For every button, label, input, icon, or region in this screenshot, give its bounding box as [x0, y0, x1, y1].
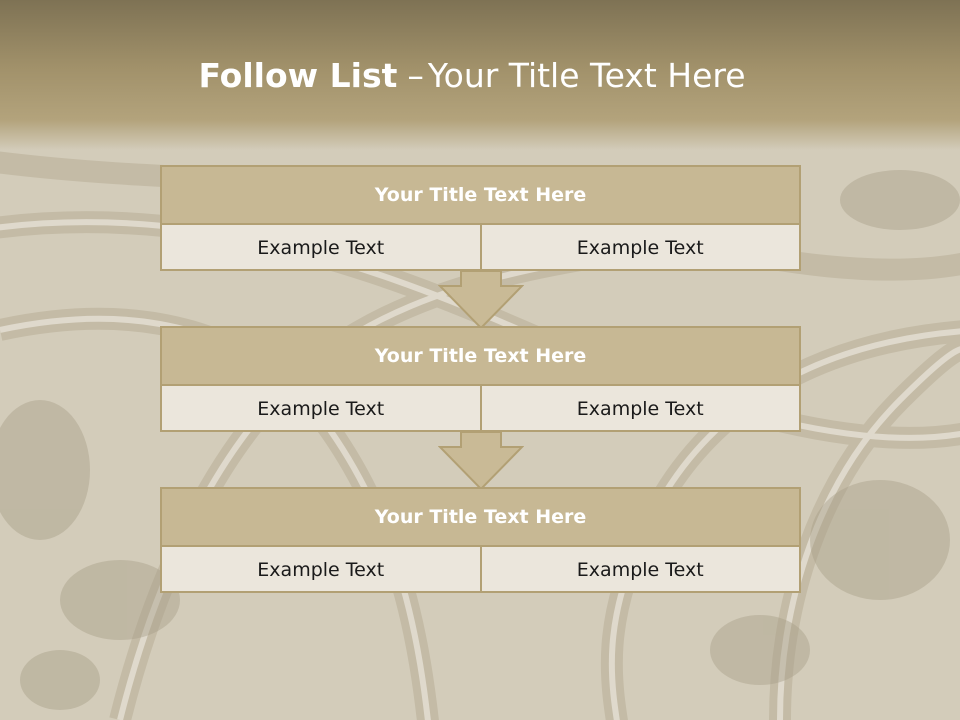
list-block-3: Your Title Text Here Example Text Exampl… — [160, 487, 801, 593]
down-arrow-icon — [438, 270, 524, 330]
block-title: Your Title Text Here — [162, 489, 799, 547]
down-arrow-icon — [438, 431, 524, 491]
title-band — [0, 0, 960, 150]
block-cell-right: Example Text — [479, 547, 800, 593]
list-block-1: Your Title Text Here Example Text Exampl… — [160, 165, 801, 271]
slide-title-rest: Your Title Text Here — [427, 56, 746, 95]
block-title: Your Title Text Here — [162, 328, 799, 386]
list-block-2: Your Title Text Here Example Text Exampl… — [160, 326, 801, 432]
block-cell-right: Example Text — [479, 386, 800, 432]
slide-title-bold: Follow List — [198, 56, 398, 95]
block-cell-right: Example Text — [479, 225, 800, 271]
block-title: Your Title Text Here — [162, 167, 799, 225]
slide-title-dash: – — [407, 56, 424, 95]
slide-title: Follow List–Your Title Text Here — [0, 56, 944, 96]
block-cell-left: Example Text — [257, 237, 385, 259]
block-cell-left: Example Text — [257, 398, 385, 420]
block-cell-left: Example Text — [257, 559, 385, 581]
